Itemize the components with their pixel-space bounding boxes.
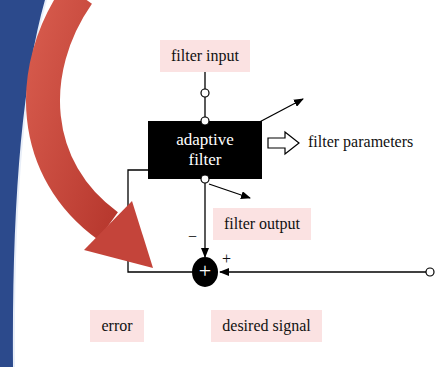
terminal-circle xyxy=(426,268,434,276)
parameters-arrow xyxy=(268,132,299,154)
box-text: desired signal xyxy=(222,317,310,335)
output-tap-arrow xyxy=(209,184,250,198)
box-text: filter input xyxy=(171,47,239,65)
annotation-box: filter input xyxy=(160,40,250,72)
desired-signal-wire xyxy=(220,271,426,272)
annotation-box: error xyxy=(90,310,144,342)
box-text: adaptive filter xyxy=(169,130,241,169)
annotation-box: desired signal xyxy=(211,310,322,342)
summing-junction: + xyxy=(192,257,218,287)
sign-label: + xyxy=(222,250,231,268)
sign-label: − xyxy=(188,228,197,246)
signal-connector xyxy=(204,179,205,257)
annotation-box: filter output xyxy=(213,208,311,240)
filter-box: adaptive filter xyxy=(148,121,262,179)
callout-arrow-shaft xyxy=(43,0,108,226)
box-text: filter output xyxy=(224,215,300,233)
terminal-circle xyxy=(201,89,209,97)
output-label: filter parameters xyxy=(308,133,413,151)
callout-arrow-head xyxy=(84,201,153,268)
box-text: error xyxy=(101,317,132,335)
box-text: + xyxy=(199,260,211,282)
signal-connector xyxy=(204,72,205,121)
